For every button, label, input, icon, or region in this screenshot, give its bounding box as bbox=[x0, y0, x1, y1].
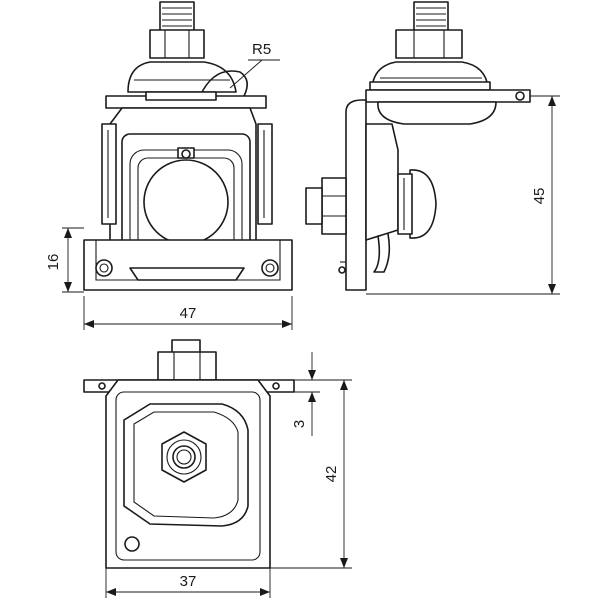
front-view: R5 16 bbox=[45, 1, 293, 330]
front-base-height-label: 16 bbox=[45, 254, 62, 271]
front-round-disc bbox=[143, 159, 229, 245]
front-r5-hook bbox=[199, 70, 248, 97]
radius-label: R5 bbox=[252, 41, 271, 58]
top-mount-hole bbox=[124, 536, 140, 552]
front-base-hole-right bbox=[261, 259, 279, 277]
side-bolt-shank bbox=[413, 1, 449, 33]
front-base-width-label: 47 bbox=[180, 305, 197, 322]
side-hex-nut bbox=[395, 29, 463, 59]
top-offset-label: 3 bbox=[291, 420, 308, 428]
top-hex-nut bbox=[157, 351, 217, 381]
top-view: 3 42 37 bbox=[83, 339, 352, 598]
top-height-label: 42 bbox=[323, 466, 340, 483]
front-base-hole-left bbox=[95, 259, 113, 277]
side-mushroom-head bbox=[409, 169, 437, 239]
front-clamp-cap bbox=[127, 61, 237, 93]
side-horizontal-bolt bbox=[321, 177, 347, 235]
front-base-plate bbox=[83, 239, 293, 291]
side-height-label: 45 bbox=[531, 188, 548, 205]
side-top-plate bbox=[365, 89, 531, 103]
front-hex-nut bbox=[149, 29, 205, 59]
side-view: 45 bbox=[305, 1, 560, 295]
side-l-bracket bbox=[345, 99, 367, 291]
top-width-label: 37 bbox=[180, 573, 197, 590]
side-curved-tab bbox=[373, 233, 391, 273]
front-bolt-shank bbox=[159, 1, 195, 33]
